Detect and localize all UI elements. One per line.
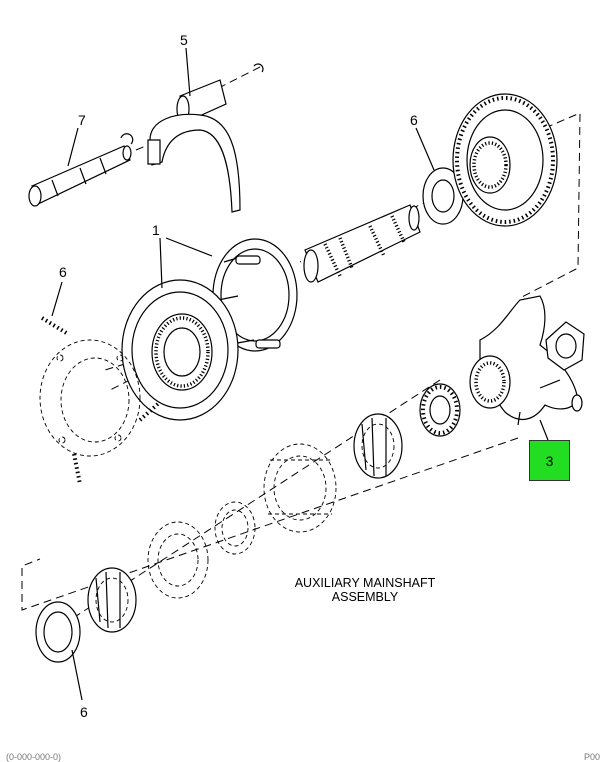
shift-fork [147,63,264,213]
callout-5: 5 [180,32,188,48]
detent-plate [39,339,141,457]
assembly-boundary [21,112,581,611]
auxiliary-gear [452,93,558,227]
leader-line-6-upper [415,127,435,171]
spring-lower-left [72,453,82,485]
leader-line-6-left [51,281,63,317]
shift-shaft [28,133,134,207]
bearing-spacer [263,443,337,533]
tapered-bearing-lower [87,567,137,633]
assembly-caption: AUXILIARY MAINSHAFT ASSEMBLY [290,576,440,604]
splined-gear [419,383,461,437]
callout-1: 1 [152,222,160,238]
bearing-cup-middle [214,501,256,555]
leader-line-3 [539,419,549,441]
leader-line-1a [159,237,163,289]
thrust-washer-lower [35,601,81,663]
footer-page-id: P00 [584,752,601,762]
bearing-cup-lower [147,521,209,599]
caption-line-1: AUXILIARY MAINSHAFT [294,576,436,590]
spring-upper-left [40,316,70,336]
callout-6-left: 6 [59,264,67,280]
leader-line-1b [165,237,213,257]
part-3-hotspot[interactable]: 3 [529,440,570,481]
leader-line-6-lower [71,649,83,701]
caption-line-2: ASSEMBLY [331,590,399,604]
leader-line-7 [67,127,79,167]
footer-drawing-id: (0-000-000-0) [6,752,62,762]
callout-6-upper: 6 [410,112,418,128]
tapered-bearing-upper [353,413,403,479]
synchronizer-front-body [121,279,239,421]
leader-line-5 [185,47,191,97]
callout-6-lower: 6 [80,704,88,720]
callout-7: 7 [78,112,86,128]
output-yoke [469,295,585,426]
mainshaft [303,204,421,283]
